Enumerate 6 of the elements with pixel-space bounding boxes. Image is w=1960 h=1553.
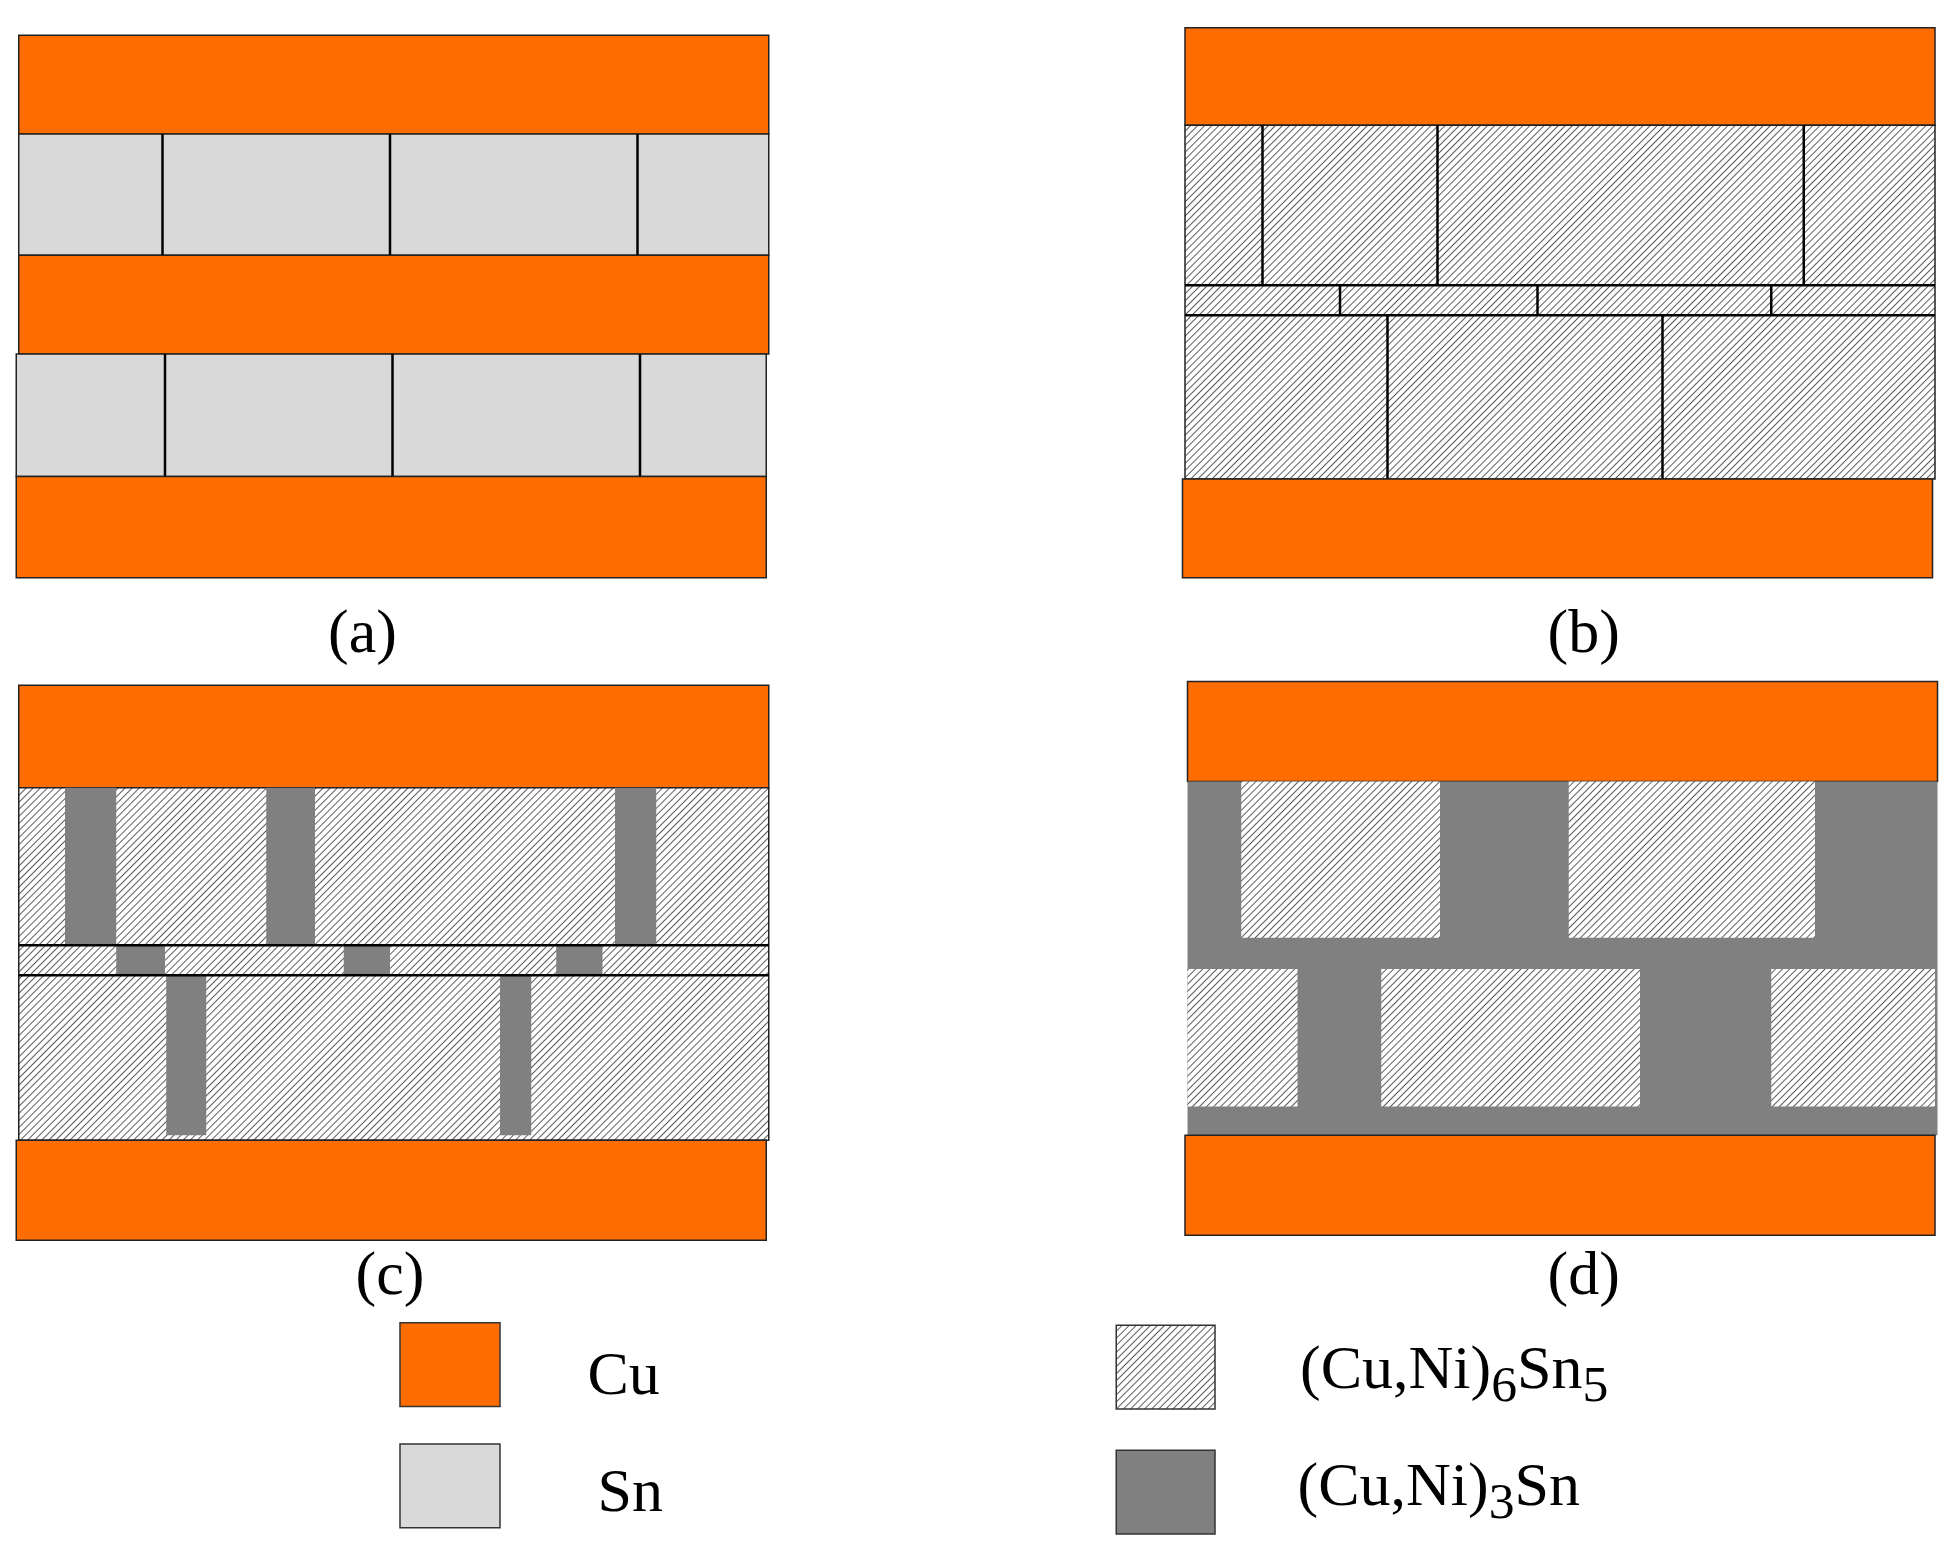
panel-label: (a)	[328, 600, 397, 663]
legend-label: (Cu,Ni)$_{3}$Sn	[1297, 1452, 1580, 1528]
legend-label: (Cu,Ni)$_{6}$Sn$_{5}$	[1300, 1335, 1609, 1410]
legend-label: Cu	[587, 1341, 660, 1404]
legend-label: Sn	[597, 1459, 663, 1521]
panel-label: (b)	[1547, 600, 1620, 663]
